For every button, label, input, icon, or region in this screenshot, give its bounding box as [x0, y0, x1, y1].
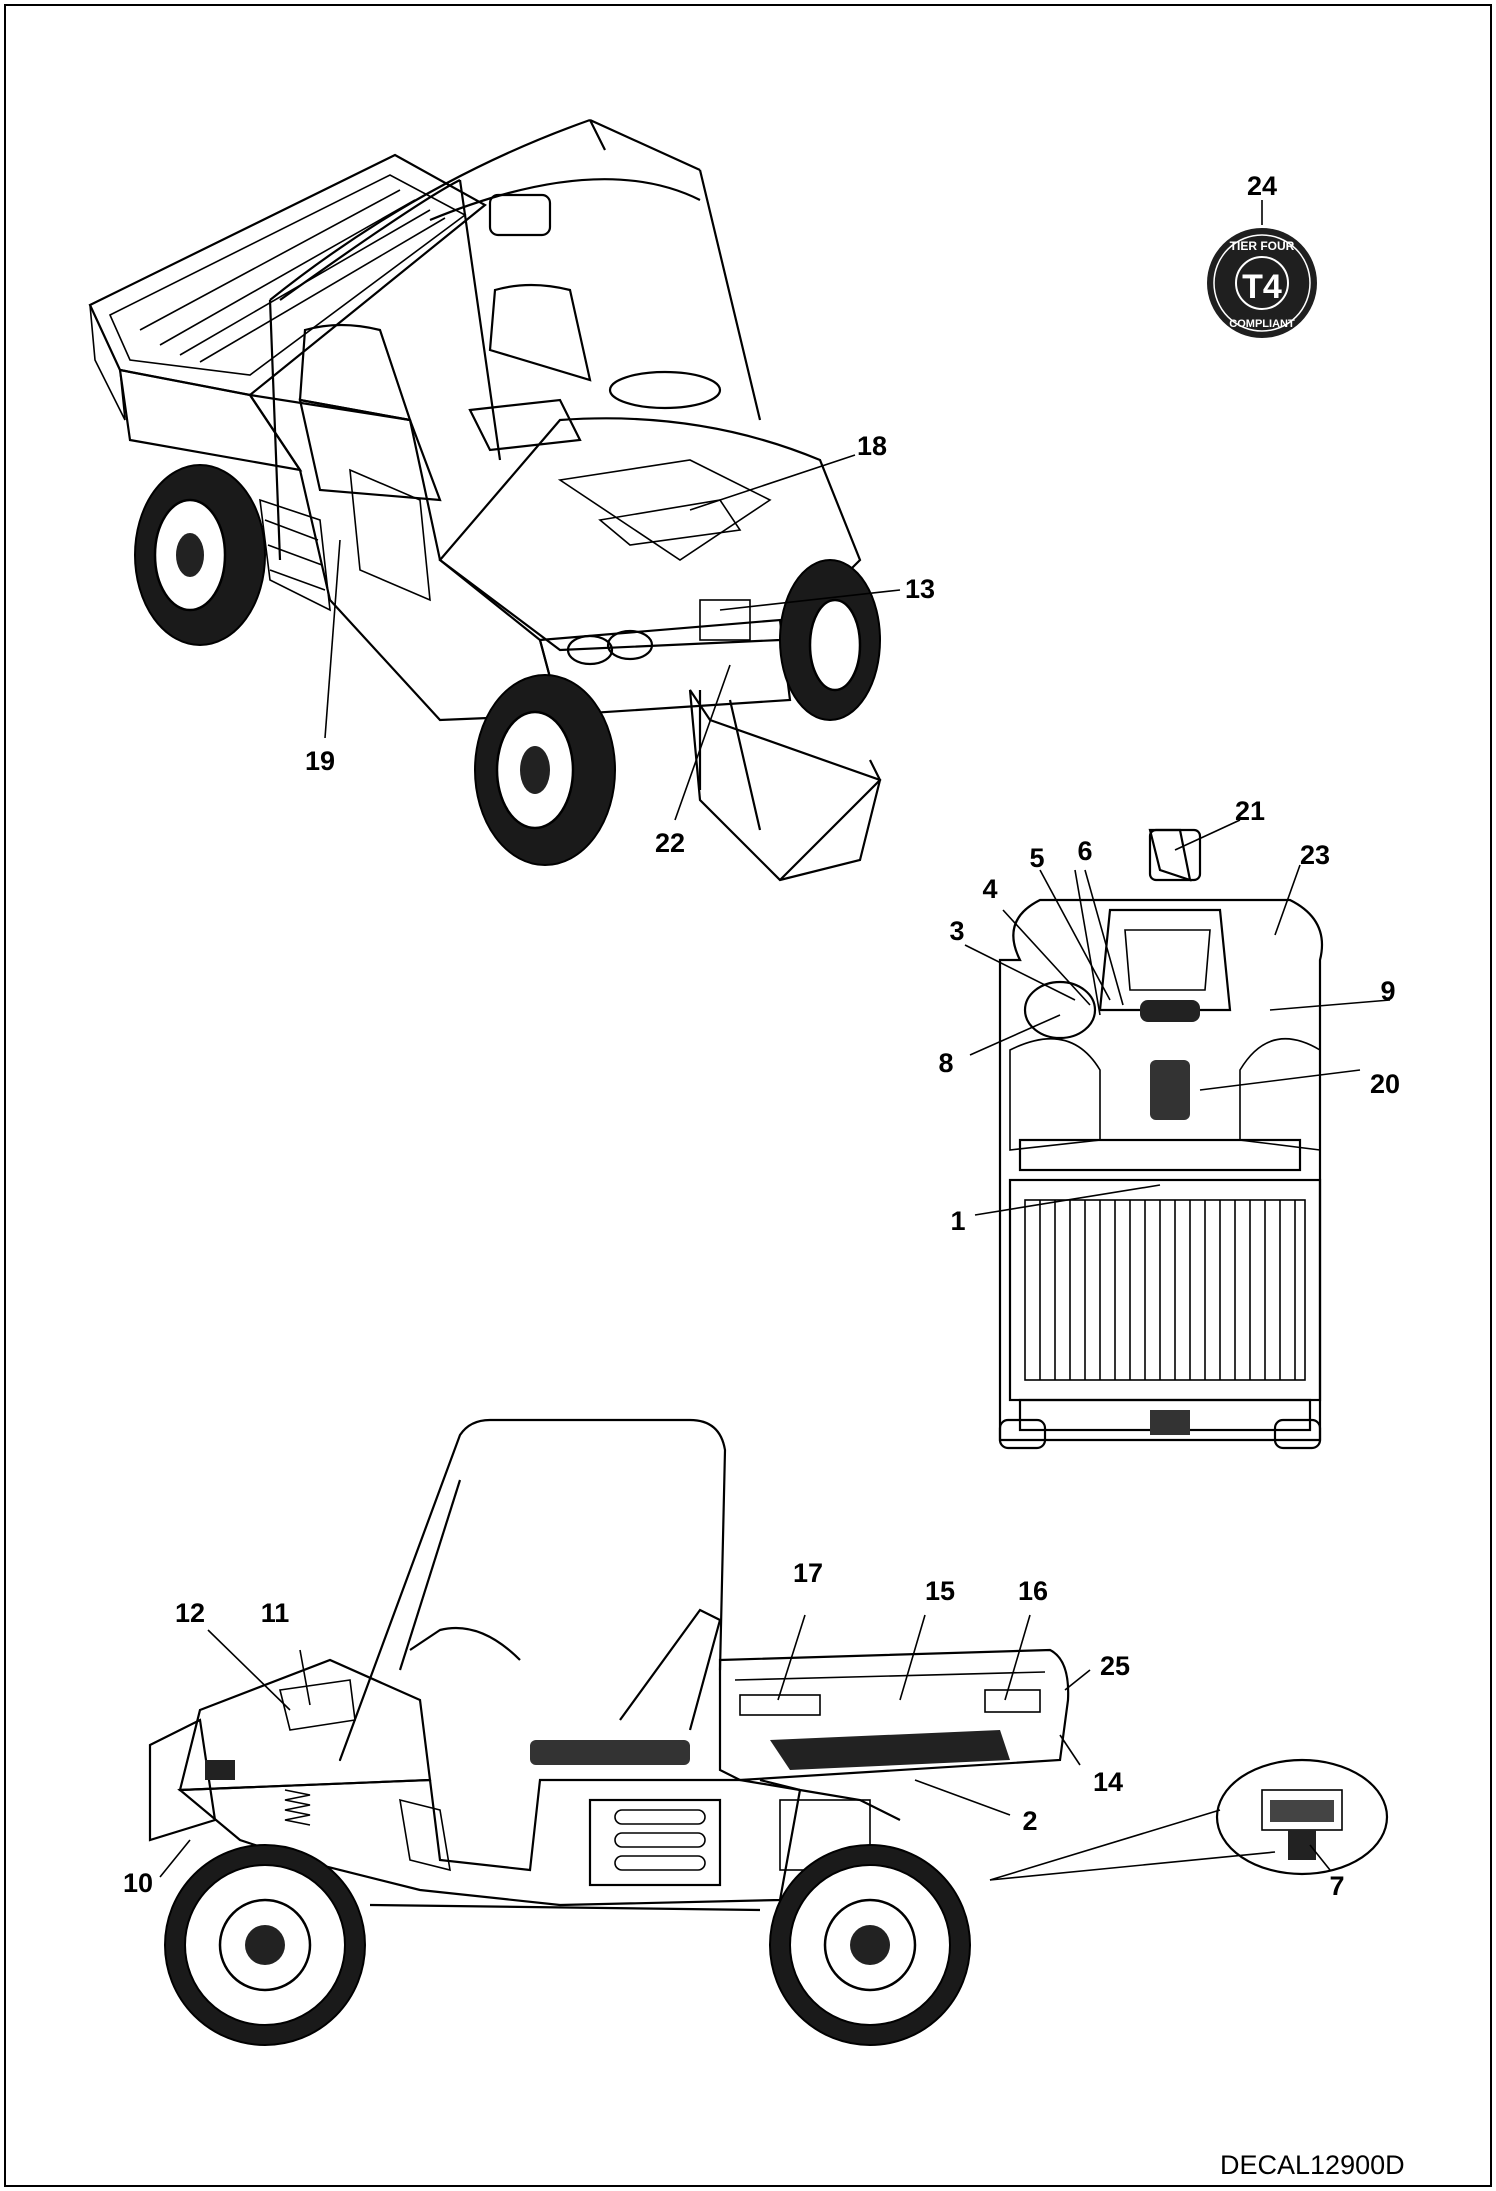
callout-labels: 24 18 13 19 22 21 6 5 4 3 23 9 8 20 1 17… — [123, 171, 1400, 1901]
callout-18: 18 — [857, 431, 887, 461]
underside-detail-view — [989, 1758, 1389, 1881]
callout-15: 15 — [925, 1576, 955, 1606]
callout-2: 2 — [1022, 1806, 1037, 1836]
document-code: DECAL12900D — [1220, 2150, 1405, 2180]
tier-four-compliant-badge: T4 TIER FOUR COMPLIANT — [1207, 228, 1317, 338]
callout-25: 25 — [1100, 1651, 1130, 1681]
callout-17: 17 — [793, 1558, 823, 1588]
callout-12: 12 — [175, 1598, 205, 1628]
badge-center-text: T4 — [1242, 268, 1282, 306]
callout-8: 8 — [938, 1048, 953, 1078]
badge-top-text: TIER FOUR — [1230, 239, 1295, 253]
badge-circle — [1207, 228, 1317, 338]
callout-11: 11 — [261, 1598, 290, 1628]
callout-4: 4 — [982, 874, 997, 904]
badge-bottom-text: COMPLIANT — [1229, 318, 1295, 330]
side-vehicle-view — [148, 1418, 1070, 2046]
callout-3: 3 — [949, 916, 964, 946]
callout-14: 14 — [1093, 1767, 1123, 1797]
callout-22: 22 — [655, 828, 685, 858]
callout-7: 7 — [1329, 1871, 1344, 1901]
callout-9: 9 — [1380, 976, 1395, 1006]
callout-23: 23 — [1300, 840, 1330, 870]
callout-19: 19 — [305, 746, 335, 776]
callout-20: 20 — [1370, 1069, 1400, 1099]
bed-ribs — [1039, 1200, 1296, 1380]
top-vehicle-view — [998, 828, 1324, 1450]
callout-21: 21 — [1235, 796, 1265, 826]
drawing-border — [4, 4, 1492, 2187]
isometric-vehicle-view — [88, 118, 882, 882]
callout-5: 5 — [1029, 843, 1044, 873]
callout-13: 13 — [905, 574, 935, 604]
callout-10: 10 — [123, 1868, 153, 1898]
callout-6: 6 — [1077, 836, 1092, 866]
callout-1: 1 — [950, 1206, 965, 1236]
leader-lines — [159, 200, 1391, 1878]
callout-24: 24 — [1247, 171, 1277, 201]
callout-16: 16 — [1018, 1576, 1048, 1606]
